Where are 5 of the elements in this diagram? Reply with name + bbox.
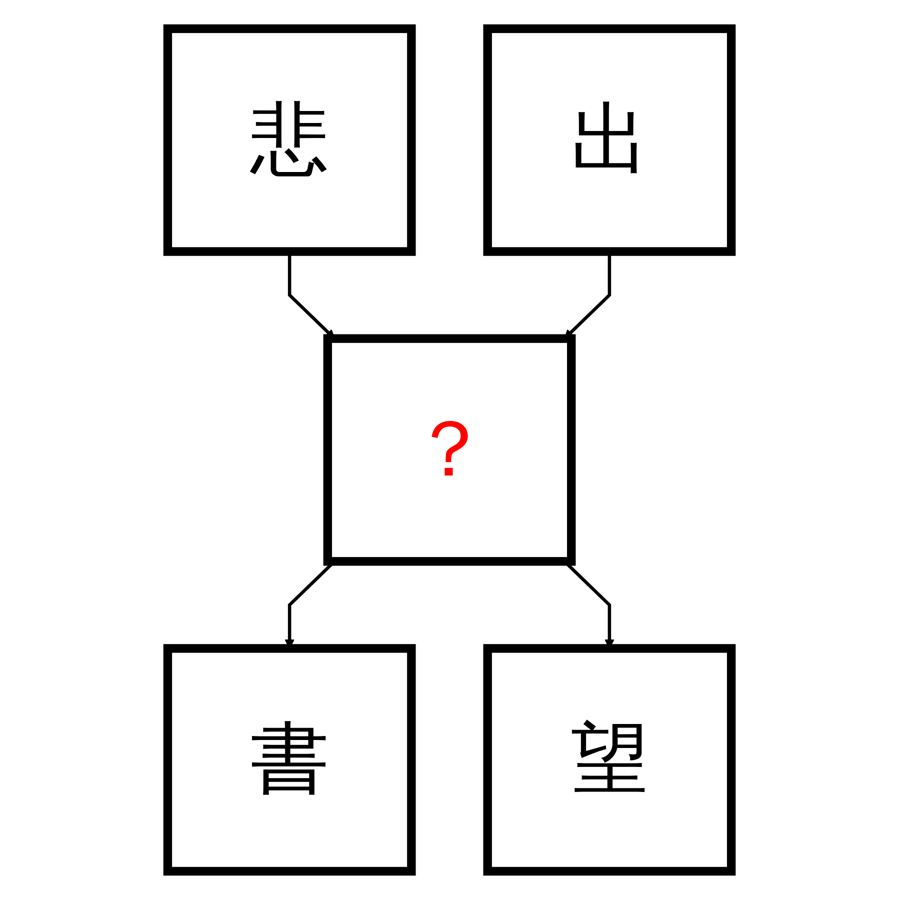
node-box: 望 xyxy=(484,644,736,876)
node-box: 書 xyxy=(164,644,416,876)
node-box: 出 xyxy=(484,24,736,256)
node-box: 悲 xyxy=(164,24,416,256)
node-box: ？ xyxy=(324,334,576,566)
